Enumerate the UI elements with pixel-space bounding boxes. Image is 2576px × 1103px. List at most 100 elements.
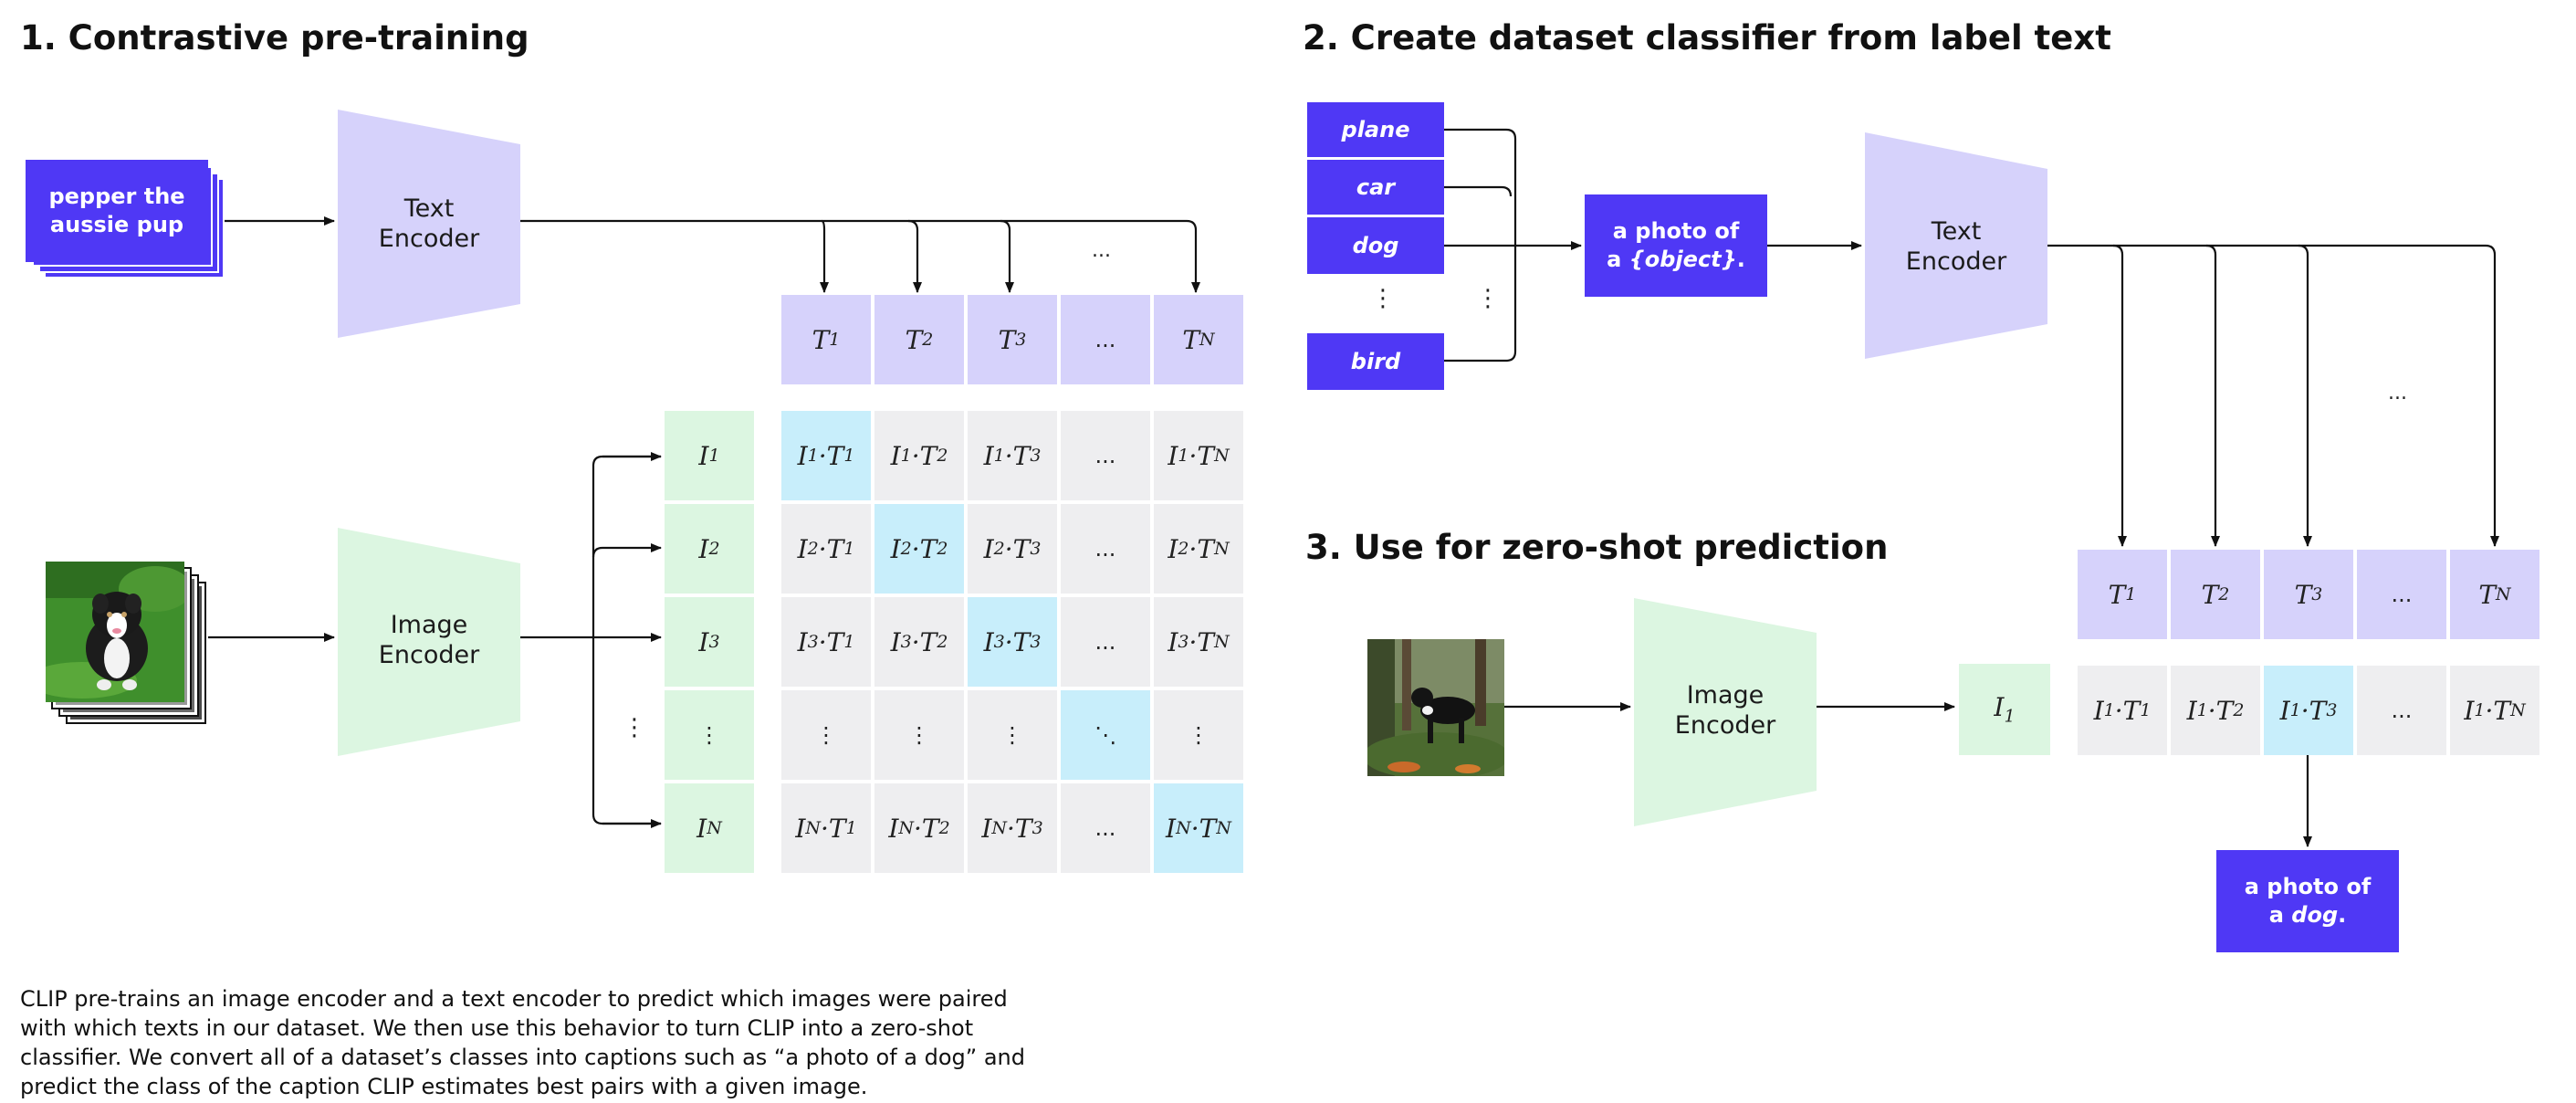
image-encoder-label-line-1: Image (390, 611, 468, 639)
dog-photo (1367, 639, 1504, 776)
caption-line-3: classifier. We convert all of a dataset’… (20, 1045, 1025, 1070)
matrix-cell-r2-c4: ... (1061, 504, 1150, 594)
image-feature-i1-text: I1 (1994, 692, 2016, 727)
text-encoder-shape-1 (338, 110, 520, 338)
text-encoder-label-line-2: Encoder (378, 225, 480, 253)
zs-score-4: ... (2357, 666, 2446, 755)
class-plane: plane (1307, 102, 1444, 157)
matrix-cell-r4-c1: ⋮ (781, 690, 871, 780)
image-encoder-label-3: Image Encoder (1634, 680, 1817, 741)
image-encoder-label-1: Image Encoder (338, 610, 520, 670)
prediction-prefix: a (2268, 902, 2292, 928)
prompt-template-prefix: a (1607, 247, 1629, 272)
matrix-cell-r4-c5: ⋮ (1154, 690, 1243, 780)
class-connector-dots: ⋮ (1476, 285, 1500, 312)
image-encoder-shape-1 (338, 528, 520, 756)
text-encoder-label-2: Text Encoder (1865, 216, 2047, 277)
prompt-template: a photo of a {object}. (1585, 194, 1767, 297)
text-encoder-2-label-line-1: Text (1931, 217, 1982, 246)
caption-line-1: CLIP pre-trains an image encoder and a t… (20, 986, 1008, 1012)
prediction-line-1: a photo of (2244, 874, 2372, 899)
text-feature-4: ... (1061, 295, 1150, 384)
image-input-stack (46, 562, 210, 726)
text-encoder-shape-2 (1865, 132, 2047, 359)
class-bird: bird (1307, 333, 1444, 390)
caption-line-4: predict the class of the caption CLIP es… (20, 1074, 868, 1099)
text-encoder-label-line-1: Text (403, 194, 455, 223)
side-dots: ⋮ (623, 714, 646, 741)
right-dots: ... (2388, 382, 2407, 404)
section-2-title: 2. Create dataset classifier from label … (1303, 18, 2111, 58)
class-car: car (1307, 160, 1444, 215)
prompt-template-object: {object} (1628, 247, 1737, 272)
prediction-result: a photo of a dog. (2216, 850, 2399, 952)
prediction-suffix: . (2338, 902, 2347, 928)
text-encoder-2-label-line-2: Encoder (1905, 247, 2007, 276)
image-feature-i1: I1 (1959, 664, 2050, 755)
text-input-stack: pepper the aussie pup (26, 160, 226, 288)
caption-line-2: with which texts in our dataset. We then… (20, 1015, 974, 1041)
matrix-cell-r5-c4: ... (1061, 783, 1150, 873)
image-feature-4: ⋮ (665, 690, 754, 780)
text-encoder-label-1: Text Encoder (338, 194, 520, 254)
matrix-cell-r4-c2: ⋮ (874, 690, 964, 780)
prompt-template-line-2: a {object}. (1607, 246, 1745, 274)
text-input-card: pepper the aussie pup (26, 160, 208, 262)
top-dots: ... (1092, 239, 1111, 262)
image-encoder-label-line-2: Encoder (378, 641, 480, 669)
matrix-cell-r4-c3: ⋮ (968, 690, 1057, 780)
image-encoder-3-label-line-1: Image (1686, 681, 1764, 709)
matrix-cell-r4-c4: ⋱ (1061, 690, 1150, 780)
image-encoder-3-label-line-2: Encoder (1674, 711, 1776, 740)
image-encoder-shape-3 (1634, 598, 1817, 826)
section-1-title: 1. Contrastive pre-training (20, 18, 529, 58)
puppy-photo (46, 562, 184, 702)
prompt-template-line-1: a photo of (1612, 218, 1740, 244)
class-dog: dog (1307, 217, 1444, 274)
prediction-object: dog (2291, 902, 2339, 928)
class-dots: ⋮ (1371, 285, 1395, 312)
section-3-title: 3. Use for zero-shot prediction (1305, 528, 1889, 567)
matrix-cell-r1-c4: ... (1061, 411, 1150, 500)
prediction-line-2: a dog. (2269, 901, 2347, 930)
prompt-template-suffix: . (1736, 247, 1745, 272)
figure-caption: CLIP pre-trains an image encoder and a t… (20, 984, 1025, 1101)
matrix-cell-r3-c4: ... (1061, 597, 1150, 687)
text-input-line-1: pepper the (48, 184, 185, 209)
zs-text-feature-4: ... (2357, 550, 2446, 639)
text-input-line-2: aussie pup (49, 212, 184, 237)
